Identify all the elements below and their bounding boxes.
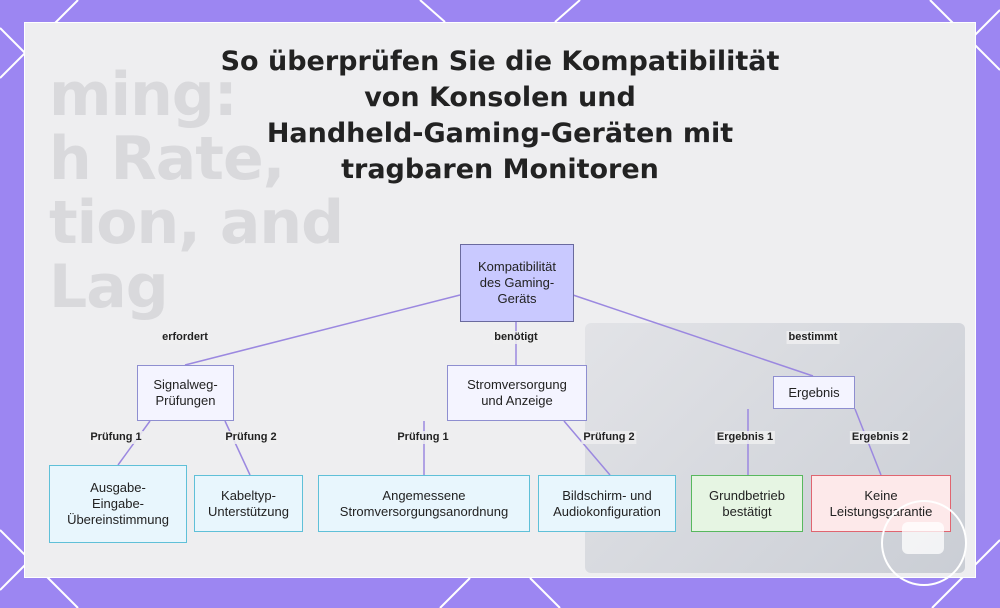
edge-label-determines: bestimmt xyxy=(786,331,840,344)
title-line-1: So überprüfen Sie die Kompatibilität xyxy=(220,46,780,77)
edge-label-check2-power: Prüfung 2 xyxy=(581,431,637,444)
title-line-3: Handheld-Gaming-Geräten mit xyxy=(266,118,734,149)
node-display-audio: Bildschirm- und Audiokonfiguration xyxy=(538,475,676,532)
corner-circle-decoration xyxy=(881,500,967,586)
node-cable-support: Kabeltyp- Unterstützung xyxy=(194,475,303,532)
corner-badge-icon xyxy=(902,522,944,554)
node-basic-operation: Grundbetrieb bestätigt xyxy=(691,475,803,532)
title-line-2: von Konsolen und xyxy=(364,82,636,113)
node-result: Ergebnis xyxy=(773,376,855,409)
node-device-compatibility: Kompatibilität des Gaming- Geräts xyxy=(460,244,574,322)
node-signal-checks: Signalweg- Prüfungen xyxy=(137,365,234,421)
edge-label-requires: erfordert xyxy=(160,331,210,344)
edge-power-display xyxy=(563,420,611,476)
page-title: So überprüfen Sie die Kompatibilität von… xyxy=(150,44,850,188)
edge-root-signal xyxy=(184,294,461,366)
edge-label-result2: Ergebnis 2 xyxy=(849,431,911,444)
edge-label-result1: Ergebnis 1 xyxy=(714,431,776,444)
edge-label-check1-signal: Prüfung 1 xyxy=(88,431,144,444)
edge-label-needs: benötigt xyxy=(492,331,540,344)
edge-label-check1-power: Prüfung 1 xyxy=(395,431,451,444)
edge-label-check2-signal: Prüfung 2 xyxy=(223,431,279,444)
background-ghost-text: ming: h Rate, tion, and Lag xyxy=(49,60,344,322)
node-io-match: Ausgabe- Eingabe- Übereinstimmung xyxy=(49,465,187,543)
title-line-4: tragbaren Monitoren xyxy=(341,154,659,185)
edge-root-result xyxy=(572,294,814,377)
edge-signal-cable xyxy=(224,420,251,476)
node-power-arrangement: Angemessene Stromversorgungsanordnung xyxy=(318,475,530,532)
node-power-display: Stromversorgung und Anzeige xyxy=(447,365,587,421)
